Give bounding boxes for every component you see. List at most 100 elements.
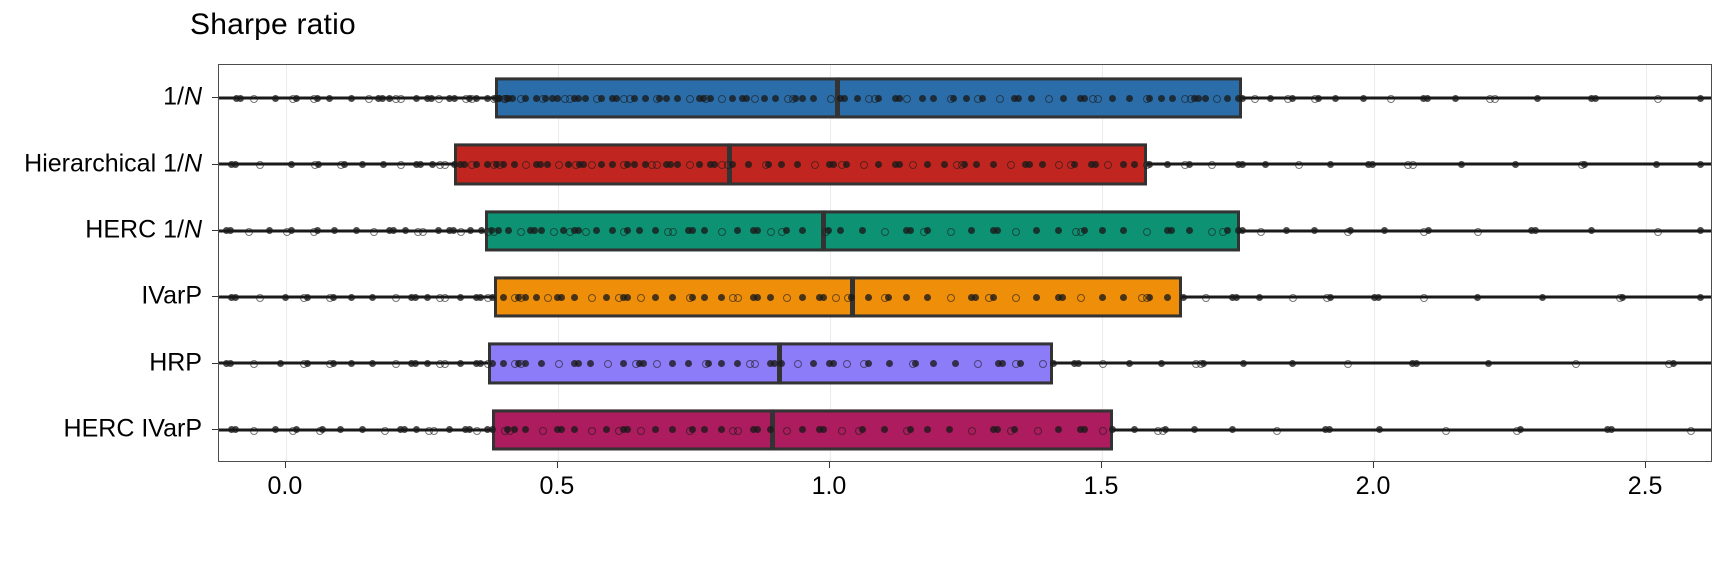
data-point xyxy=(1163,160,1171,168)
data-point xyxy=(754,227,762,235)
data-point xyxy=(1288,359,1296,367)
data-point xyxy=(1528,227,1536,235)
data-point xyxy=(962,94,970,102)
data-point xyxy=(870,95,879,104)
data-point xyxy=(1474,227,1483,236)
data-point xyxy=(287,227,295,235)
data-point xyxy=(750,95,759,104)
data-point xyxy=(510,426,518,434)
data-point xyxy=(961,160,969,168)
data-point xyxy=(416,160,424,168)
data-point xyxy=(1054,426,1062,434)
data-point xyxy=(989,227,997,235)
data-point xyxy=(623,426,631,434)
data-point xyxy=(1125,359,1133,367)
data-point xyxy=(1572,360,1581,369)
y-axis-label-1-n: 1/N xyxy=(163,82,202,111)
data-point xyxy=(532,94,540,102)
data-point xyxy=(293,426,301,434)
data-point xyxy=(500,160,508,168)
data-point xyxy=(667,160,675,168)
data-point xyxy=(451,94,459,102)
data-point xyxy=(1146,293,1154,301)
data-point xyxy=(271,426,279,434)
data-point xyxy=(329,359,337,367)
data-point xyxy=(841,94,849,102)
data-point xyxy=(472,359,480,367)
data-point xyxy=(1191,426,1198,434)
data-point xyxy=(581,94,589,102)
gridline-x-2.5 xyxy=(1646,65,1648,461)
boxplot-row[interactable] xyxy=(219,131,1711,197)
data-point xyxy=(881,227,890,236)
data-point xyxy=(597,160,605,168)
data-point xyxy=(445,426,453,434)
data-point xyxy=(1011,426,1019,434)
data-point xyxy=(1457,160,1465,168)
data-point xyxy=(924,227,932,235)
data-point xyxy=(407,359,415,367)
data-point xyxy=(1058,293,1066,301)
data-point xyxy=(891,94,899,102)
data-point xyxy=(859,426,867,434)
data-point xyxy=(815,426,823,434)
data-point xyxy=(542,94,550,102)
data-point xyxy=(830,359,838,367)
data-point xyxy=(668,426,676,434)
data-point xyxy=(663,94,671,102)
data-point xyxy=(668,359,676,367)
data-point xyxy=(283,227,292,236)
boxplot-row[interactable] xyxy=(219,330,1711,396)
data-point xyxy=(766,426,774,434)
data-point xyxy=(995,359,1003,367)
data-point xyxy=(718,95,727,104)
data-point xyxy=(554,94,562,102)
boxplot-row[interactable] xyxy=(219,397,1711,461)
data-point xyxy=(380,160,388,168)
data-point xyxy=(929,359,937,367)
data-point xyxy=(864,293,872,301)
data-point xyxy=(619,293,627,301)
y-axis-tick xyxy=(212,97,218,99)
data-point xyxy=(411,359,419,367)
data-point xyxy=(495,161,504,170)
data-point xyxy=(389,227,397,235)
data-point xyxy=(429,160,437,168)
data-point xyxy=(1153,426,1162,435)
data-point xyxy=(255,161,264,170)
data-point xyxy=(1665,360,1674,369)
data-point xyxy=(864,359,872,367)
data-point xyxy=(1533,94,1541,102)
data-point xyxy=(1077,294,1086,303)
data-point xyxy=(630,94,638,102)
data-point xyxy=(472,293,480,301)
data-point xyxy=(560,95,569,104)
data-point xyxy=(313,227,321,235)
data-point xyxy=(521,94,529,102)
boxplot-row[interactable] xyxy=(219,198,1711,264)
data-point xyxy=(549,94,556,102)
data-point xyxy=(767,227,776,236)
data-point xyxy=(472,160,480,168)
data-point xyxy=(554,360,563,369)
data-point xyxy=(558,293,566,301)
data-point xyxy=(505,94,513,102)
boxplot-row[interactable] xyxy=(219,264,1711,330)
data-point xyxy=(636,227,644,235)
data-point xyxy=(1146,94,1154,102)
data-point xyxy=(668,293,676,301)
data-point xyxy=(717,359,725,367)
data-point xyxy=(825,227,833,235)
data-point xyxy=(391,360,400,369)
data-point xyxy=(1424,227,1432,235)
data-point xyxy=(1408,359,1416,367)
data-point xyxy=(358,426,366,434)
data-point xyxy=(1420,294,1428,303)
data-point xyxy=(1404,161,1413,170)
gridline-x-2.0 xyxy=(1374,65,1376,461)
data-point xyxy=(527,227,535,235)
data-point xyxy=(587,359,595,367)
boxplot-row[interactable] xyxy=(219,65,1711,131)
data-point xyxy=(1592,94,1600,102)
